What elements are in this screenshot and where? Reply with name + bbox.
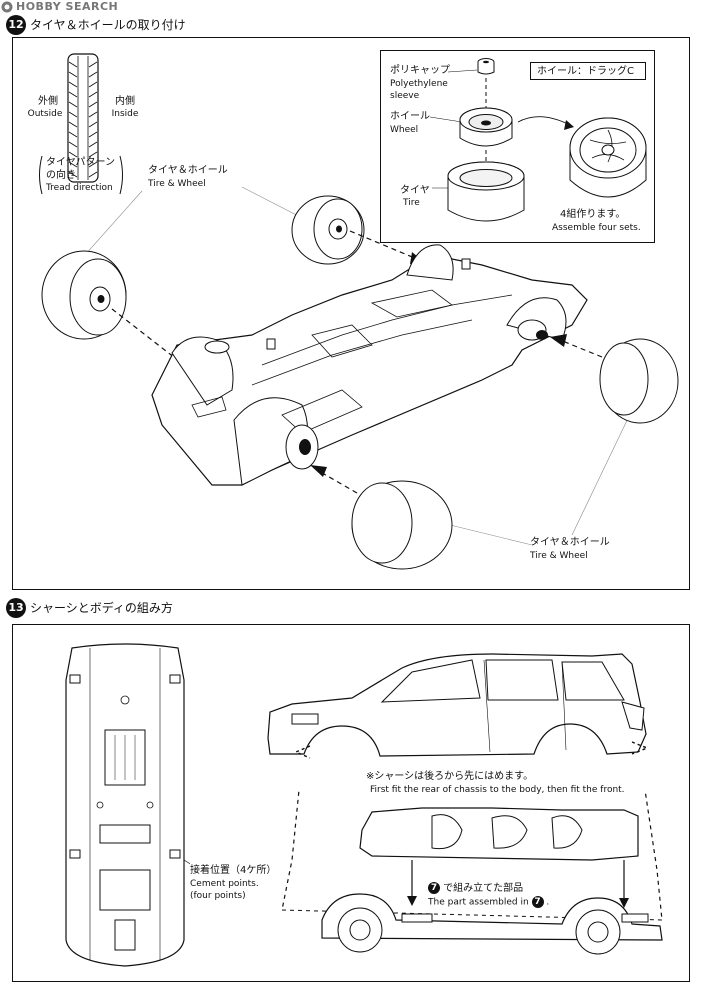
step-12-badge: 12 xyxy=(6,15,26,35)
tire-label-jp: タイヤ xyxy=(400,185,430,196)
part-ref-badge-2: 7 xyxy=(531,896,544,908)
fit-order-note-jp: ※シャーシは後ろから先にはめます。 xyxy=(366,771,534,782)
tread-direction-label-en: Tread direction xyxy=(46,183,113,193)
wheel-label-en: Wheel xyxy=(390,125,419,135)
car-body-drawing xyxy=(267,653,649,759)
assemble-sets-label-jp: 4組作ります。 xyxy=(560,209,626,220)
fit-order-note-en: First fit the rear of chassis to the bod… xyxy=(370,785,625,795)
step-13-panel xyxy=(12,624,690,982)
step-13-number: 13 xyxy=(8,601,24,614)
watermark-text: HOBBY SEARCH xyxy=(16,0,119,13)
tire-wheel-label-jp-bottom: タイヤ＆ホイール xyxy=(530,537,610,548)
outside-label-en: Outside xyxy=(27,109,63,119)
step-12-title: タイヤ＆ホイールの取り付け xyxy=(30,18,186,32)
wheel-assembly-drawing xyxy=(429,58,647,222)
part-ref-text-jp: で組み立てた部品 xyxy=(443,883,524,894)
inside-label-jp: 内側 xyxy=(115,96,135,107)
tread-direction-label-jp-1: タイヤパターン xyxy=(46,157,115,168)
cement-points-label-jp: 接着位置（4ケ所） xyxy=(190,865,277,876)
chassis-tire-drawing xyxy=(41,186,679,570)
tread-tire-icon xyxy=(67,53,99,183)
wheel-type-box: ホイール：ドラッグC xyxy=(530,62,646,80)
step-13-badge: 13 xyxy=(6,598,26,618)
tire-wheel-label-en-top: Tire & Wheel xyxy=(148,179,206,189)
tread-bracket-left-icon xyxy=(39,155,43,195)
cement-points-label-en-2: (four points) xyxy=(190,891,246,901)
tread-bracket-right-icon xyxy=(119,155,123,195)
part-ref-badge-1: 7 xyxy=(428,882,440,894)
chassis-interior-drawing xyxy=(281,790,663,955)
wheel-type-label: ホイール：ドラッグC xyxy=(537,66,634,77)
cement-points-label-en-1: Cement points. xyxy=(190,879,259,889)
assemble-sets-label-en: Assemble four sets. xyxy=(552,223,641,233)
outside-label-jp: 外側 xyxy=(38,96,58,107)
hobby-search-logo-icon xyxy=(1,1,13,13)
polycap-label-en-2: sleeve xyxy=(390,91,420,101)
inside-label-en: Inside xyxy=(111,109,139,119)
tire-wheel-label-jp-top: タイヤ＆ホイール xyxy=(148,165,228,176)
tread-direction-label-jp-2: の向き xyxy=(46,170,76,181)
part-ref-label-jp: 7 で組み立てた部品 xyxy=(428,882,523,895)
polycap-label-jp: ポリキャップ xyxy=(390,65,450,76)
step-12-panel xyxy=(12,37,690,590)
tire-label-en: Tire xyxy=(403,198,420,208)
step-12-number: 12 xyxy=(8,18,24,31)
part-ref-text-en: The part assembled in xyxy=(428,897,529,908)
chassis-underside-drawing xyxy=(65,643,190,967)
wheel-label-jp: ホイール xyxy=(390,111,430,122)
tire-wheel-label-en-bottom: Tire & Wheel xyxy=(530,551,588,561)
watermark-logo: HOBBY SEARCH xyxy=(0,0,150,14)
part-ref-label-en: The part assembled in 7 . xyxy=(428,896,550,908)
polycap-label-en-1: Polyethylene xyxy=(390,79,448,89)
step-13-title: シャーシとボディの組み方 xyxy=(30,601,173,615)
